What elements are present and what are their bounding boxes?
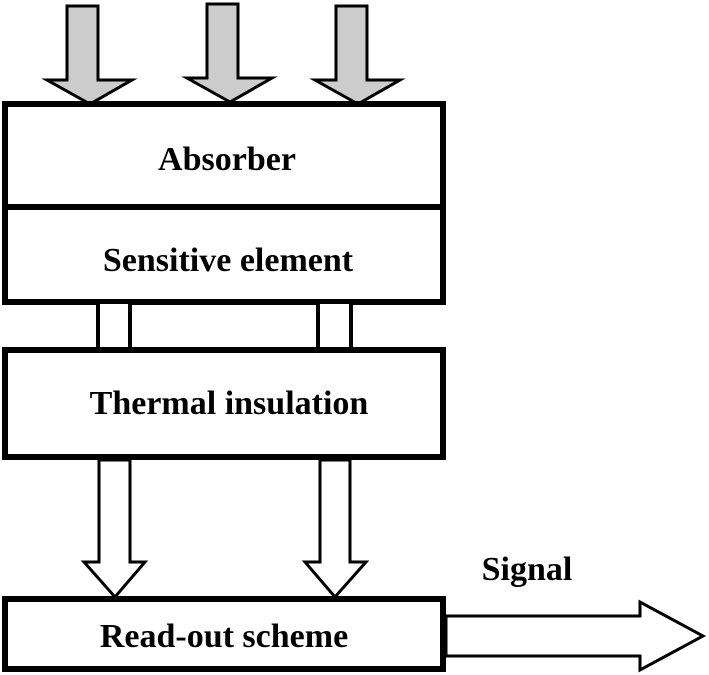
sensitive-element-box [2,204,446,305]
thermal-link-left [96,300,132,352]
sensitive-element-label: Sensitive element [103,242,354,279]
thermal-insulation-box [2,347,446,460]
absorber-box [2,101,446,210]
down-arrow-right [301,458,370,600]
thermal-insulation-label: Thermal insulation [90,385,369,422]
absorber-label: Absorber [158,141,296,178]
readout-scheme-box [2,596,446,672]
incoming-arrow-3 [309,4,406,106]
signal-arrow [444,599,707,673]
readout-scheme-label: Read-out scheme [100,618,348,655]
down-arrow-left [80,458,149,600]
incoming-arrow-1 [41,4,138,106]
thermal-link-right [316,300,353,352]
incoming-arrow-2 [181,2,278,104]
signal-label: Signal [482,551,573,588]
